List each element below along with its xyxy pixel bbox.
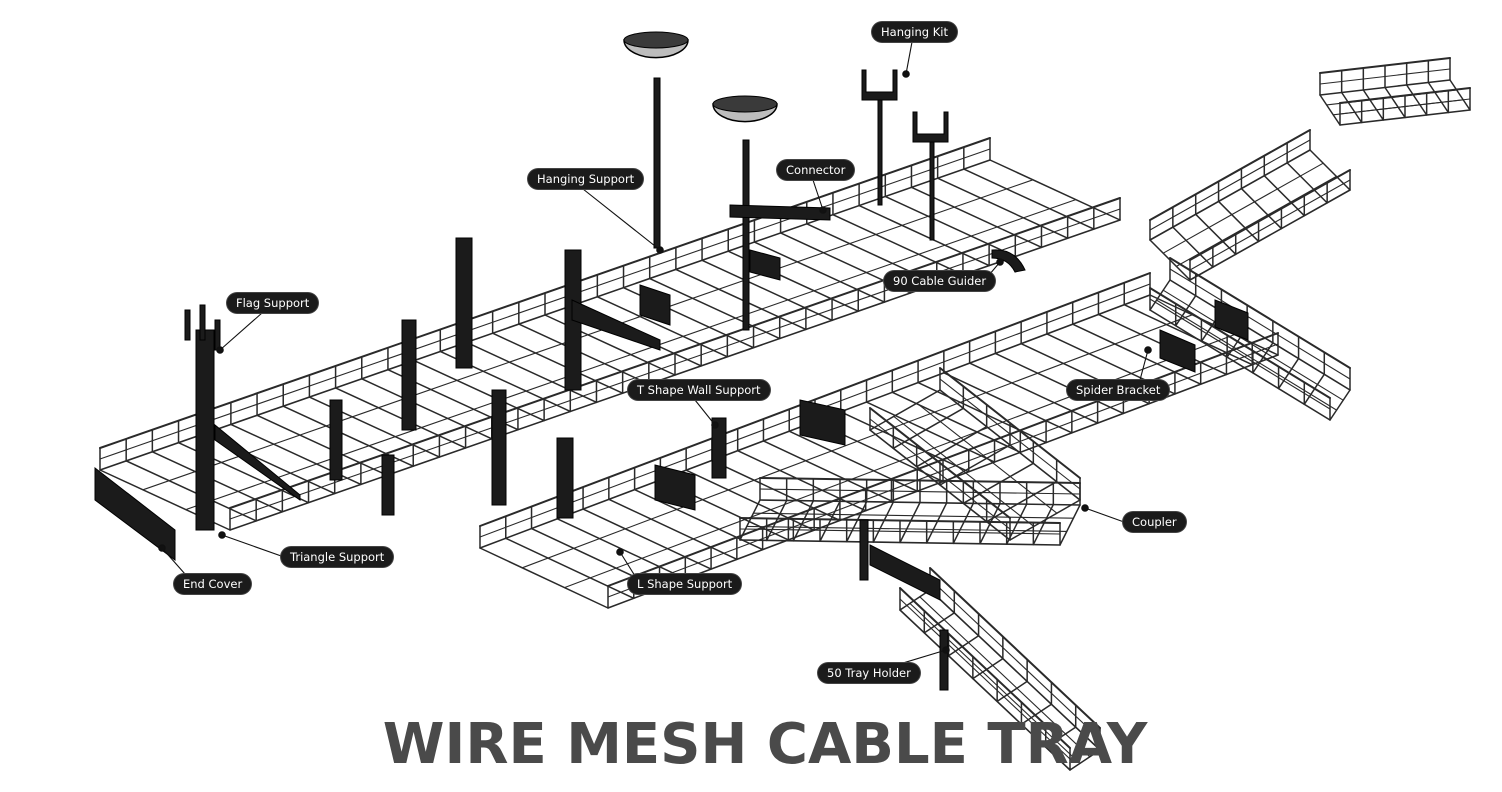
cable-bundle-b [749,249,781,281]
cable-bundle-d [799,399,846,446]
hanging-kit-clamp-b [912,111,949,143]
leader-dot-hanging-support [656,246,664,254]
leader-dot-t-shape-wall-support [711,421,719,429]
leader-dot-coupler [1081,504,1089,512]
connector-link [729,204,831,221]
leader-dot-triangle-support [218,531,226,539]
triangle-support-brace [214,423,301,501]
label-triangle-support: Triangle Support [281,547,394,567]
leader-dot-tray-holder [942,646,950,654]
floor-post-b [491,389,507,506]
hanging-kit-clamp-a [861,69,898,101]
hanging-kit-rod-a [877,94,883,206]
label-end-cover: End Cover [174,574,252,594]
leader-dot-spider-bracket [1144,346,1152,354]
leader-dot-connector [819,206,827,214]
tray-mid-branch [869,367,1081,541]
wall-post-a [401,319,417,431]
wall-post-b [455,237,473,369]
label-hanging-support: Hanging Support [528,169,644,189]
flag-support-prong-b [199,304,206,341]
label-50-tray-holder: 50 Tray Holder [818,663,920,683]
tray-holder-post-b [939,629,949,691]
bracket-arm-c [571,299,661,351]
leader-dot-hanging-kit [902,70,910,78]
tray-riser [1149,129,1351,281]
cable-bundle-c [654,464,696,511]
t-shape-post [711,417,727,479]
end-cover-plate [94,466,176,561]
label-l-shape-support: L Shape Support [628,574,742,594]
label-90-cable-guider: 90 Cable Guider [884,271,996,291]
cable-bundle-a [639,284,671,326]
leader-dot-l-shape-support [616,548,624,556]
tray-down-branch [899,567,1101,771]
floor-post-c [329,399,343,481]
diagram-title: WIRE MESH CABLE TRAY [382,712,1148,777]
leader-dot-cable-guider [996,258,1004,266]
label-coupler: Coupler [1123,512,1186,532]
label-flag-support: Flag Support [227,293,319,313]
label-leaders [158,41,1152,674]
tray-top-run [1319,57,1471,126]
hanging-rod-b [742,139,750,331]
tray-lower-tee [739,477,1081,546]
label-t-shape-wall-support: T Shape Wall Support [628,380,770,400]
hanging-dome-b-top [712,95,778,113]
flag-support-prong-a [184,309,191,341]
l-shape-post [556,437,574,519]
leader-dot-end-cover [158,544,166,552]
tray-holder-plate [869,544,941,601]
hanging-rod-a [653,77,661,249]
tray-right-branch [1149,257,1351,421]
hanging-dome-a-top [623,31,689,49]
support-hardware [94,31,1249,691]
spider-bracket-plate-b [1214,299,1249,341]
hanging-kit-rod-b [929,134,935,241]
floor-post-a [381,454,395,516]
label-spider-bracket: Spider Bracket [1067,380,1170,400]
tray-holder-post-a [859,519,869,581]
leader-dot-flag-support [216,346,224,354]
spider-bracket-plate [1159,329,1196,373]
label-hanging-kit: Hanging Kit [872,22,957,42]
label-connector: Connector [777,160,855,180]
flag-support-post [195,329,215,531]
flag-support-prong-c [214,319,221,351]
